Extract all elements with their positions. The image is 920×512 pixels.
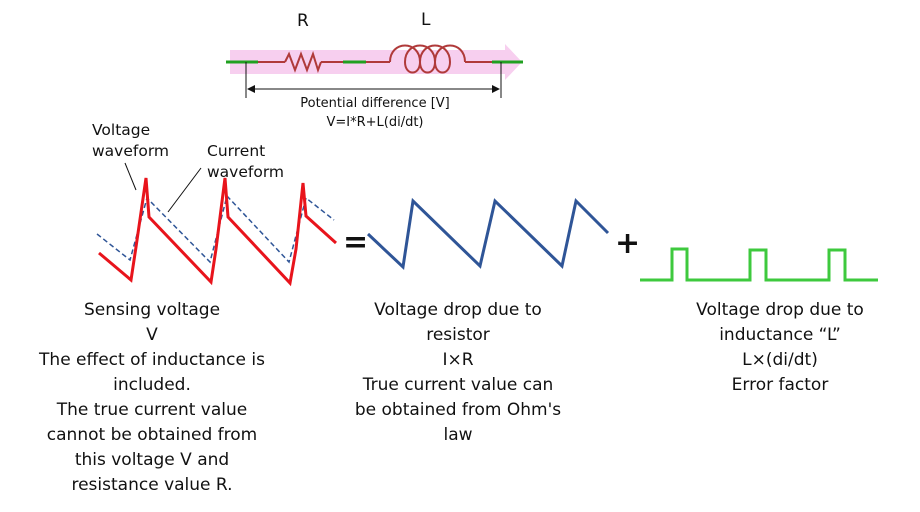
circuit (226, 44, 523, 98)
voltage-waveform-callout: Voltage waveform (92, 121, 170, 160)
current-callout-line (167, 167, 202, 213)
inductance-drop-waveform (640, 247, 878, 282)
current-waveform (96, 194, 335, 264)
resistor-drop-waveform (366, 197, 610, 271)
resistor-drop-description: Voltage drop due to resistor I×R True cu… (354, 300, 562, 445)
equals-sign: = (343, 225, 369, 260)
sensing-voltage-description: Sensing voltage V The effect of inductan… (39, 300, 265, 495)
current-waveform-callout: Current waveform (207, 142, 285, 181)
resistor-label: R (297, 11, 309, 31)
plus-sign: + (615, 226, 641, 261)
resistor-symbol (284, 50, 322, 74)
inductor-label: L (421, 10, 431, 30)
equation-label: V=I*R+L(di/dt) (326, 115, 424, 130)
inductor-symbol (389, 44, 466, 74)
potential-difference-label: Potential difference [V] V=I*R+L(di/dt) (280, 94, 470, 132)
inductance-drop-description: Voltage drop due to inductance “L” L×(di… (696, 300, 864, 395)
voltage-callout-line (124, 162, 137, 191)
voltage-waveform (98, 177, 338, 287)
